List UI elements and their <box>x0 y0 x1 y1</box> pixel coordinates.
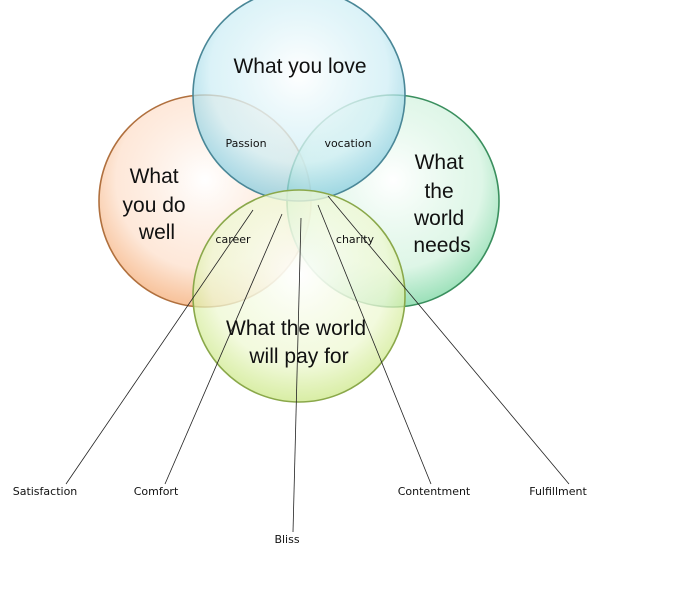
label-career: career <box>215 233 251 246</box>
line-comfort <box>164 213 283 485</box>
label-charity: charity <box>336 233 375 246</box>
label-pay-line1: What the world <box>226 317 366 340</box>
label-needs-line1: What <box>415 151 464 174</box>
line-fulfillment <box>327 195 570 485</box>
label-needs-line2: the <box>424 180 453 203</box>
line-satisfaction <box>65 209 254 485</box>
callout-lines <box>65 195 570 533</box>
label-well-line2: you do <box>123 194 186 217</box>
label-vocation: vocation <box>324 137 371 150</box>
label-needs-line3: world <box>413 207 464 230</box>
label-well-line3: well <box>138 221 175 244</box>
label-fulfillment: Fulfillment <box>529 485 587 498</box>
label-pay-line2: will pay for <box>248 345 348 368</box>
label-satisfaction: Satisfaction <box>13 485 78 498</box>
label-contentment: Contentment <box>398 485 471 498</box>
label-what-you-love: What you love <box>233 55 366 78</box>
label-what-the-world-needs: What the world needs <box>413 151 471 257</box>
label-well-line1: What <box>130 165 179 188</box>
label-what-you-do-well: What you do well <box>123 165 192 244</box>
label-comfort: Comfort <box>134 485 179 498</box>
label-what-the-world-will-pay-for: What the world will pay for <box>226 317 372 368</box>
circle-what-you-love <box>192 0 406 202</box>
line-contentment <box>317 204 432 485</box>
label-passion: Passion <box>225 137 266 150</box>
label-bliss: Bliss <box>274 533 299 546</box>
label-needs-line4: needs <box>413 234 470 257</box>
line-bliss <box>292 217 302 533</box>
